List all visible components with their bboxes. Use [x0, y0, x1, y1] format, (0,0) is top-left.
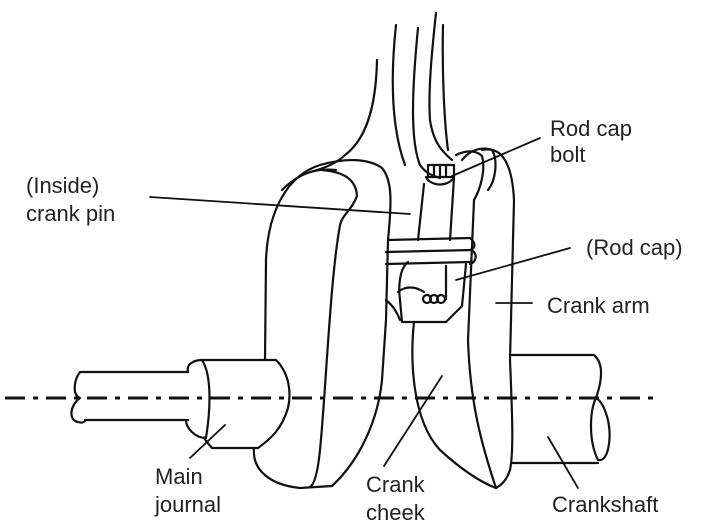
label-main-journal-line1: Main — [155, 464, 203, 489]
rod-cap — [384, 260, 468, 324]
label-rod-cap: (Rod cap) — [586, 235, 683, 260]
label-rod-cap-bolt-line1: Rod cap — [550, 116, 632, 141]
label-main-journal-line2: journal — [154, 492, 221, 517]
label-crank-cheek-line2: cheek — [366, 500, 426, 525]
label-rod-cap-bolt: Rod cap bolt — [550, 116, 638, 167]
right-shaft — [510, 353, 611, 465]
label-rod-cap-bolt-line2: bolt — [550, 142, 585, 167]
rod-cap-bolt — [424, 163, 456, 186]
leader-rod-cap-bolt — [451, 137, 541, 177]
left-shaft — [70, 370, 190, 424]
label-crank-arm: Crank arm — [547, 293, 650, 318]
label-crankshaft-line1: Crankshaft — [552, 492, 658, 517]
label-crank-cheek-line1: Crank — [366, 472, 426, 497]
main-journal — [184, 358, 291, 450]
leader-inside-crank-pin — [149, 196, 411, 215]
label-crankshaft: Crankshaft — [552, 492, 658, 517]
label-crank-arm-line1: Crank arm — [547, 293, 650, 318]
label-rod-cap-line1: (Rod cap) — [586, 235, 683, 260]
label-inside-crank-pin: (Inside) crank pin — [26, 173, 115, 226]
leader-crankshaft — [547, 436, 579, 489]
label-main-journal: Main journal — [154, 464, 221, 517]
left-crank-web — [252, 158, 392, 490]
connecting-rod — [308, 11, 454, 180]
label-inside-crank-pin-line2: crank pin — [26, 201, 115, 226]
leader-crank-cheek — [383, 375, 443, 467]
leader-rod-cap — [455, 247, 571, 281]
right-crank-web — [411, 147, 516, 490]
leader-main-journal — [189, 424, 226, 459]
label-inside-crank-pin-line1: (Inside) — [26, 173, 99, 198]
label-crank-cheek: Crank cheek — [366, 472, 431, 525]
crank-pin — [384, 176, 477, 266]
